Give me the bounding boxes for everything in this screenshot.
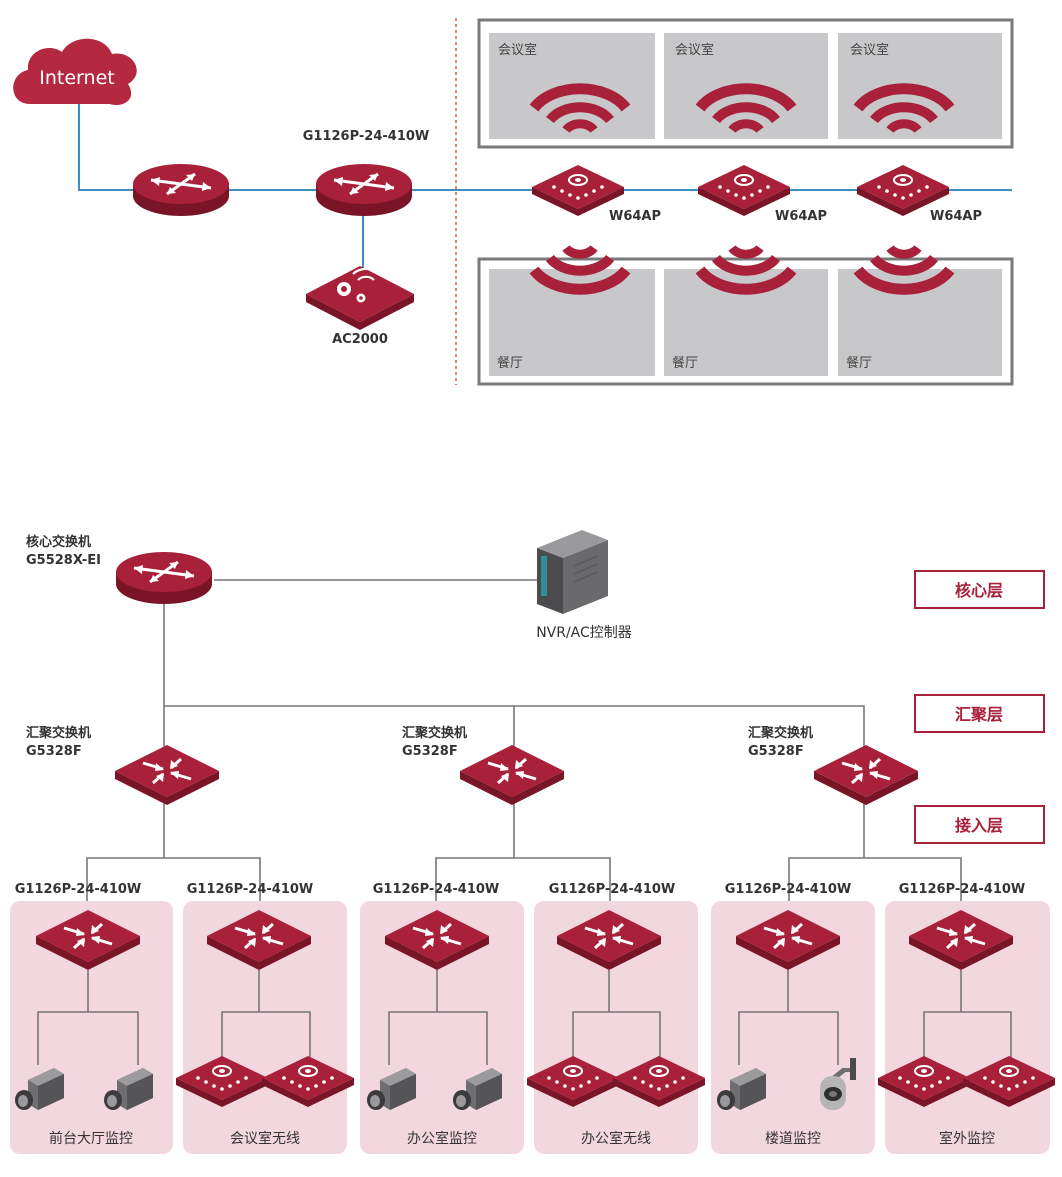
access-model-2: G1126P-24-410W <box>187 882 314 897</box>
aggregation-label-3: 汇聚交换机 <box>748 725 813 741</box>
nvr-label: NVR/AC控制器 <box>536 625 632 641</box>
zone-label-6: 室外监控 <box>939 1130 995 1147</box>
restaurant-label-1: 餐厅 <box>497 355 523 371</box>
internet-cloud: Internet <box>13 38 137 106</box>
w64ap-label-2: W64AP <box>775 209 827 224</box>
meeting-room-label-2: 会议室 <box>675 42 714 58</box>
restaurant-label-3: 餐厅 <box>846 355 872 371</box>
internet-label: Internet <box>39 67 114 89</box>
ac2000-label: AC2000 <box>332 332 388 347</box>
edge-router-icon <box>131 162 231 218</box>
zone-label-1: 前台大厅监控 <box>49 1130 133 1147</box>
zone-label-2: 会议室无线 <box>230 1130 300 1147</box>
meeting-room-label-3: 会议室 <box>850 42 889 58</box>
access-zones <box>10 901 1050 1154</box>
layer-access-label: 接入层 <box>955 816 1003 835</box>
core-switch-icon <box>114 550 214 606</box>
zone-label-3: 办公室监控 <box>407 1130 477 1147</box>
poe-switch-icon <box>314 162 414 218</box>
aggregation-label-1: 汇聚交换机 <box>26 725 91 741</box>
poe-switch-model: G1126P-24-410W <box>303 129 430 144</box>
access-model-1: G1126P-24-410W <box>15 882 142 897</box>
layer-core-label: 核心层 <box>955 581 1003 600</box>
layer-aggregation-label: 汇聚层 <box>955 705 1003 724</box>
access-model-4: G1126P-24-410W <box>549 882 676 897</box>
aggregation-model-2: G5328F <box>402 744 458 759</box>
w64ap-label-1: W64AP <box>609 209 661 224</box>
ac2000-controller <box>306 266 414 330</box>
aggregation-switch-icon <box>113 743 221 807</box>
access-model-6: G1126P-24-410W <box>899 882 1026 897</box>
w64ap-label-3: W64AP <box>930 209 982 224</box>
aggregation-label-2: 汇聚交换机 <box>402 725 467 741</box>
aggregation-switch-icon <box>812 743 920 807</box>
access-branch-lines <box>37 970 1012 1065</box>
aggregation-model-3: G5328F <box>748 744 804 759</box>
meeting-room-label-1: 会议室 <box>498 42 537 58</box>
nvr-server-icon <box>537 530 608 614</box>
core-switch-label: 核心交换机 <box>26 534 91 550</box>
layer-badges: 核心层 汇聚层 接入层 <box>914 570 1045 844</box>
core-switch-model: G5528X-EI <box>26 553 101 568</box>
zone-label-4: 办公室无线 <box>581 1130 651 1147</box>
access-model-3: G1126P-24-410W <box>373 882 500 897</box>
aggregation-model-1: G5328F <box>26 744 82 759</box>
restaurant-label-2: 餐厅 <box>672 355 698 371</box>
aggregation-switch-icon <box>458 743 566 807</box>
access-model-5: G1126P-24-410W <box>725 882 852 897</box>
zone-label-5: 楼道监控 <box>765 1131 821 1147</box>
topology-lines <box>86 579 962 926</box>
